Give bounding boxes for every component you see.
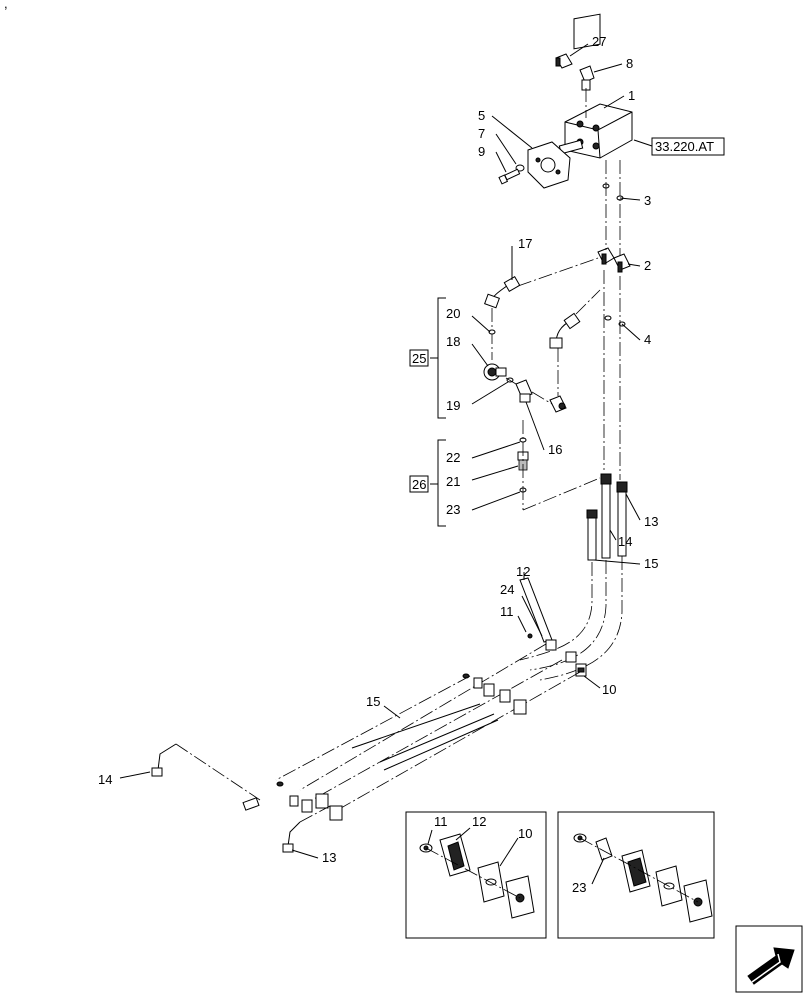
callout-14b: 14 (98, 772, 112, 787)
reference-box: 33.220.AT (651, 137, 725, 156)
callout-15: 15 (644, 556, 658, 571)
group-box-25: 25 (409, 349, 429, 367)
flange-plate (527, 141, 571, 189)
o-ring-20 (488, 329, 496, 335)
detail-callout-12: 12 (472, 814, 486, 829)
svg-text:26: 26 (412, 477, 426, 492)
detail-callout-11: 11 (434, 814, 448, 829)
callout-1: 1 (628, 88, 635, 103)
elbow-16 (515, 379, 533, 403)
fitting-bottom-left (242, 781, 343, 821)
callout-23: 23 (446, 502, 460, 517)
clamp-middle (462, 673, 527, 715)
callout-13: 13 (644, 514, 658, 529)
group-box-26: 26 (409, 475, 429, 493)
tee-fittings (597, 247, 631, 273)
callout-5: 5 (478, 108, 485, 123)
callout-27: 27 (592, 34, 606, 49)
callout-24: 24 (500, 582, 514, 597)
clamp-10 (565, 651, 587, 677)
callout-21: 21 (446, 474, 460, 489)
fitting-end (549, 395, 567, 413)
hose-14 (151, 743, 177, 777)
detail-callout-23: 23 (572, 880, 586, 895)
callout-16: 16 (548, 442, 562, 457)
callout-17: 17 (518, 236, 532, 251)
callout-2: 2 (644, 258, 651, 273)
leader-lines (119, 43, 653, 859)
svg-text:25: 25 (412, 351, 426, 366)
callout-18: 18 (446, 334, 460, 349)
callout-14: 14 (618, 534, 632, 549)
corner-mark: , (4, 0, 8, 11)
hydraulic-motor (558, 13, 633, 159)
callout-3: 3 (644, 193, 651, 208)
callout-22: 22 (446, 450, 460, 465)
callout-19: 19 (446, 398, 460, 413)
callout-11: 11 (500, 604, 514, 619)
detail-box-left: 11 12 10 (405, 811, 547, 939)
callout-4: 4 (644, 332, 651, 347)
callout-9: 9 (478, 144, 485, 159)
callout-13b: 13 (322, 850, 336, 865)
detail-box-right: 23 (557, 811, 715, 939)
o-ring (604, 315, 612, 321)
callout-10: 10 (602, 682, 616, 697)
callout-20: 20 (446, 306, 460, 321)
callout-8: 8 (626, 56, 633, 71)
tube-vertical (586, 473, 628, 561)
arrow-icon[interactable] (735, 925, 803, 993)
callout-15b: 15 (366, 694, 380, 709)
cap-fitting (555, 53, 573, 69)
elbow-fitting (579, 65, 595, 91)
bracket-12 (519, 577, 557, 651)
hose-13 (282, 821, 301, 853)
detail-callout-10: 10 (518, 826, 532, 841)
callout-7: 7 (478, 126, 485, 141)
callout-12: 12 (516, 564, 530, 579)
svg-text:33.220.AT: 33.220.AT (655, 139, 714, 154)
hose-elbow-return (549, 312, 581, 349)
bolt (498, 168, 521, 185)
adapter-18 (483, 363, 507, 381)
hose-elbow-17 (484, 275, 521, 309)
